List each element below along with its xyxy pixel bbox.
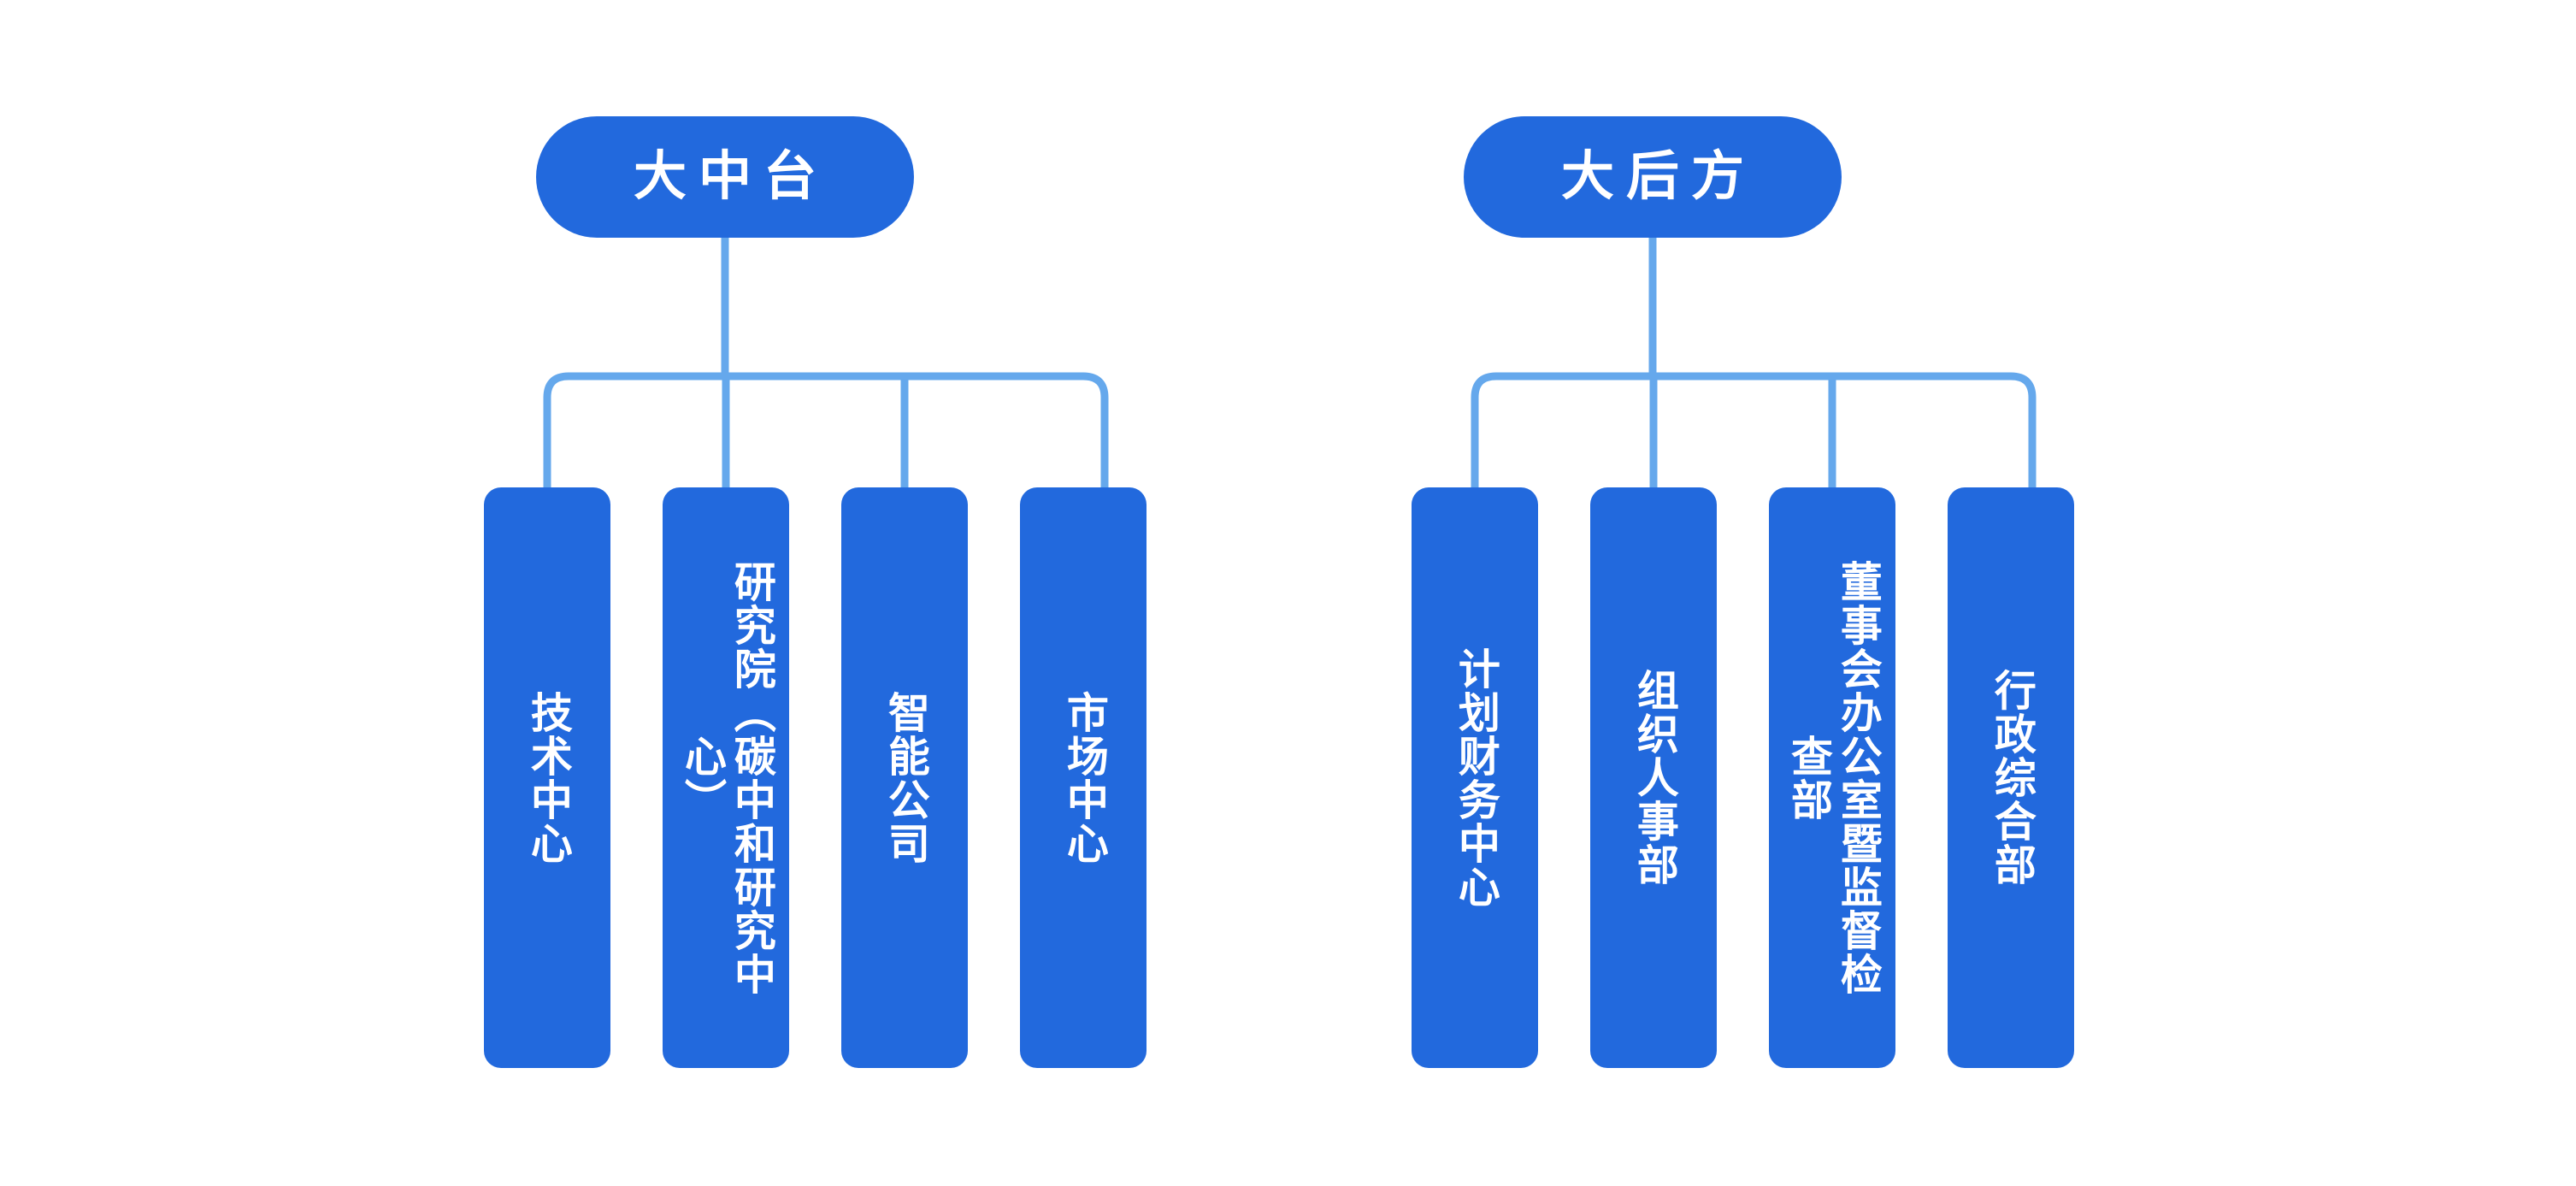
- node-box-xingzheng-zonghe[interactable]: 行政综合部: [1948, 487, 2074, 1068]
- node-box-jihua-caiwu[interactable]: 计划财务中心: [1412, 487, 1538, 1068]
- group-header-houfang[interactable]: 大后方: [1464, 116, 1842, 238]
- node-box-yanjiuyuan[interactable]: 研究院（碳中和研究中心）: [663, 487, 789, 1068]
- group-header-label-zhongtai: 大中台: [633, 147, 828, 206]
- node-label-yanjiuyuan: 研究院（碳中和研究中心）: [679, 559, 775, 996]
- connector-bus-group-1: [543, 372, 1109, 445]
- node-label-zhineng-gongsi: 智能公司: [881, 690, 928, 865]
- node-box-zuzhi-renshi[interactable]: 组织人事部: [1590, 487, 1717, 1068]
- node-label-dongshihui: 董事会办公室暨监督检查部: [1785, 559, 1881, 996]
- node-box-jishu-zhongxin[interactable]: 技术中心: [484, 487, 610, 1068]
- node-label-xingzheng-zonghe: 行政综合部: [1988, 669, 2035, 887]
- node-box-zhineng-gongsi[interactable]: 智能公司: [841, 487, 968, 1068]
- group-header-zhongtai[interactable]: 大中台: [536, 116, 914, 238]
- node-box-dongshihui[interactable]: 董事会办公室暨监督检查部: [1769, 487, 1895, 1068]
- node-label-shichang-zhongxin: 市场中心: [1060, 690, 1107, 865]
- group-header-label-houfang: 大后方: [1560, 147, 1756, 206]
- connector-bus-group-2: [1471, 372, 2037, 445]
- node-label-jishu-zhongxin: 技术中心: [524, 690, 571, 865]
- node-box-shichang-zhongxin[interactable]: 市场中心: [1020, 487, 1147, 1068]
- node-label-jihua-caiwu: 计划财务中心: [1452, 646, 1499, 909]
- node-label-zuzhi-renshi: 组织人事部: [1630, 669, 1677, 887]
